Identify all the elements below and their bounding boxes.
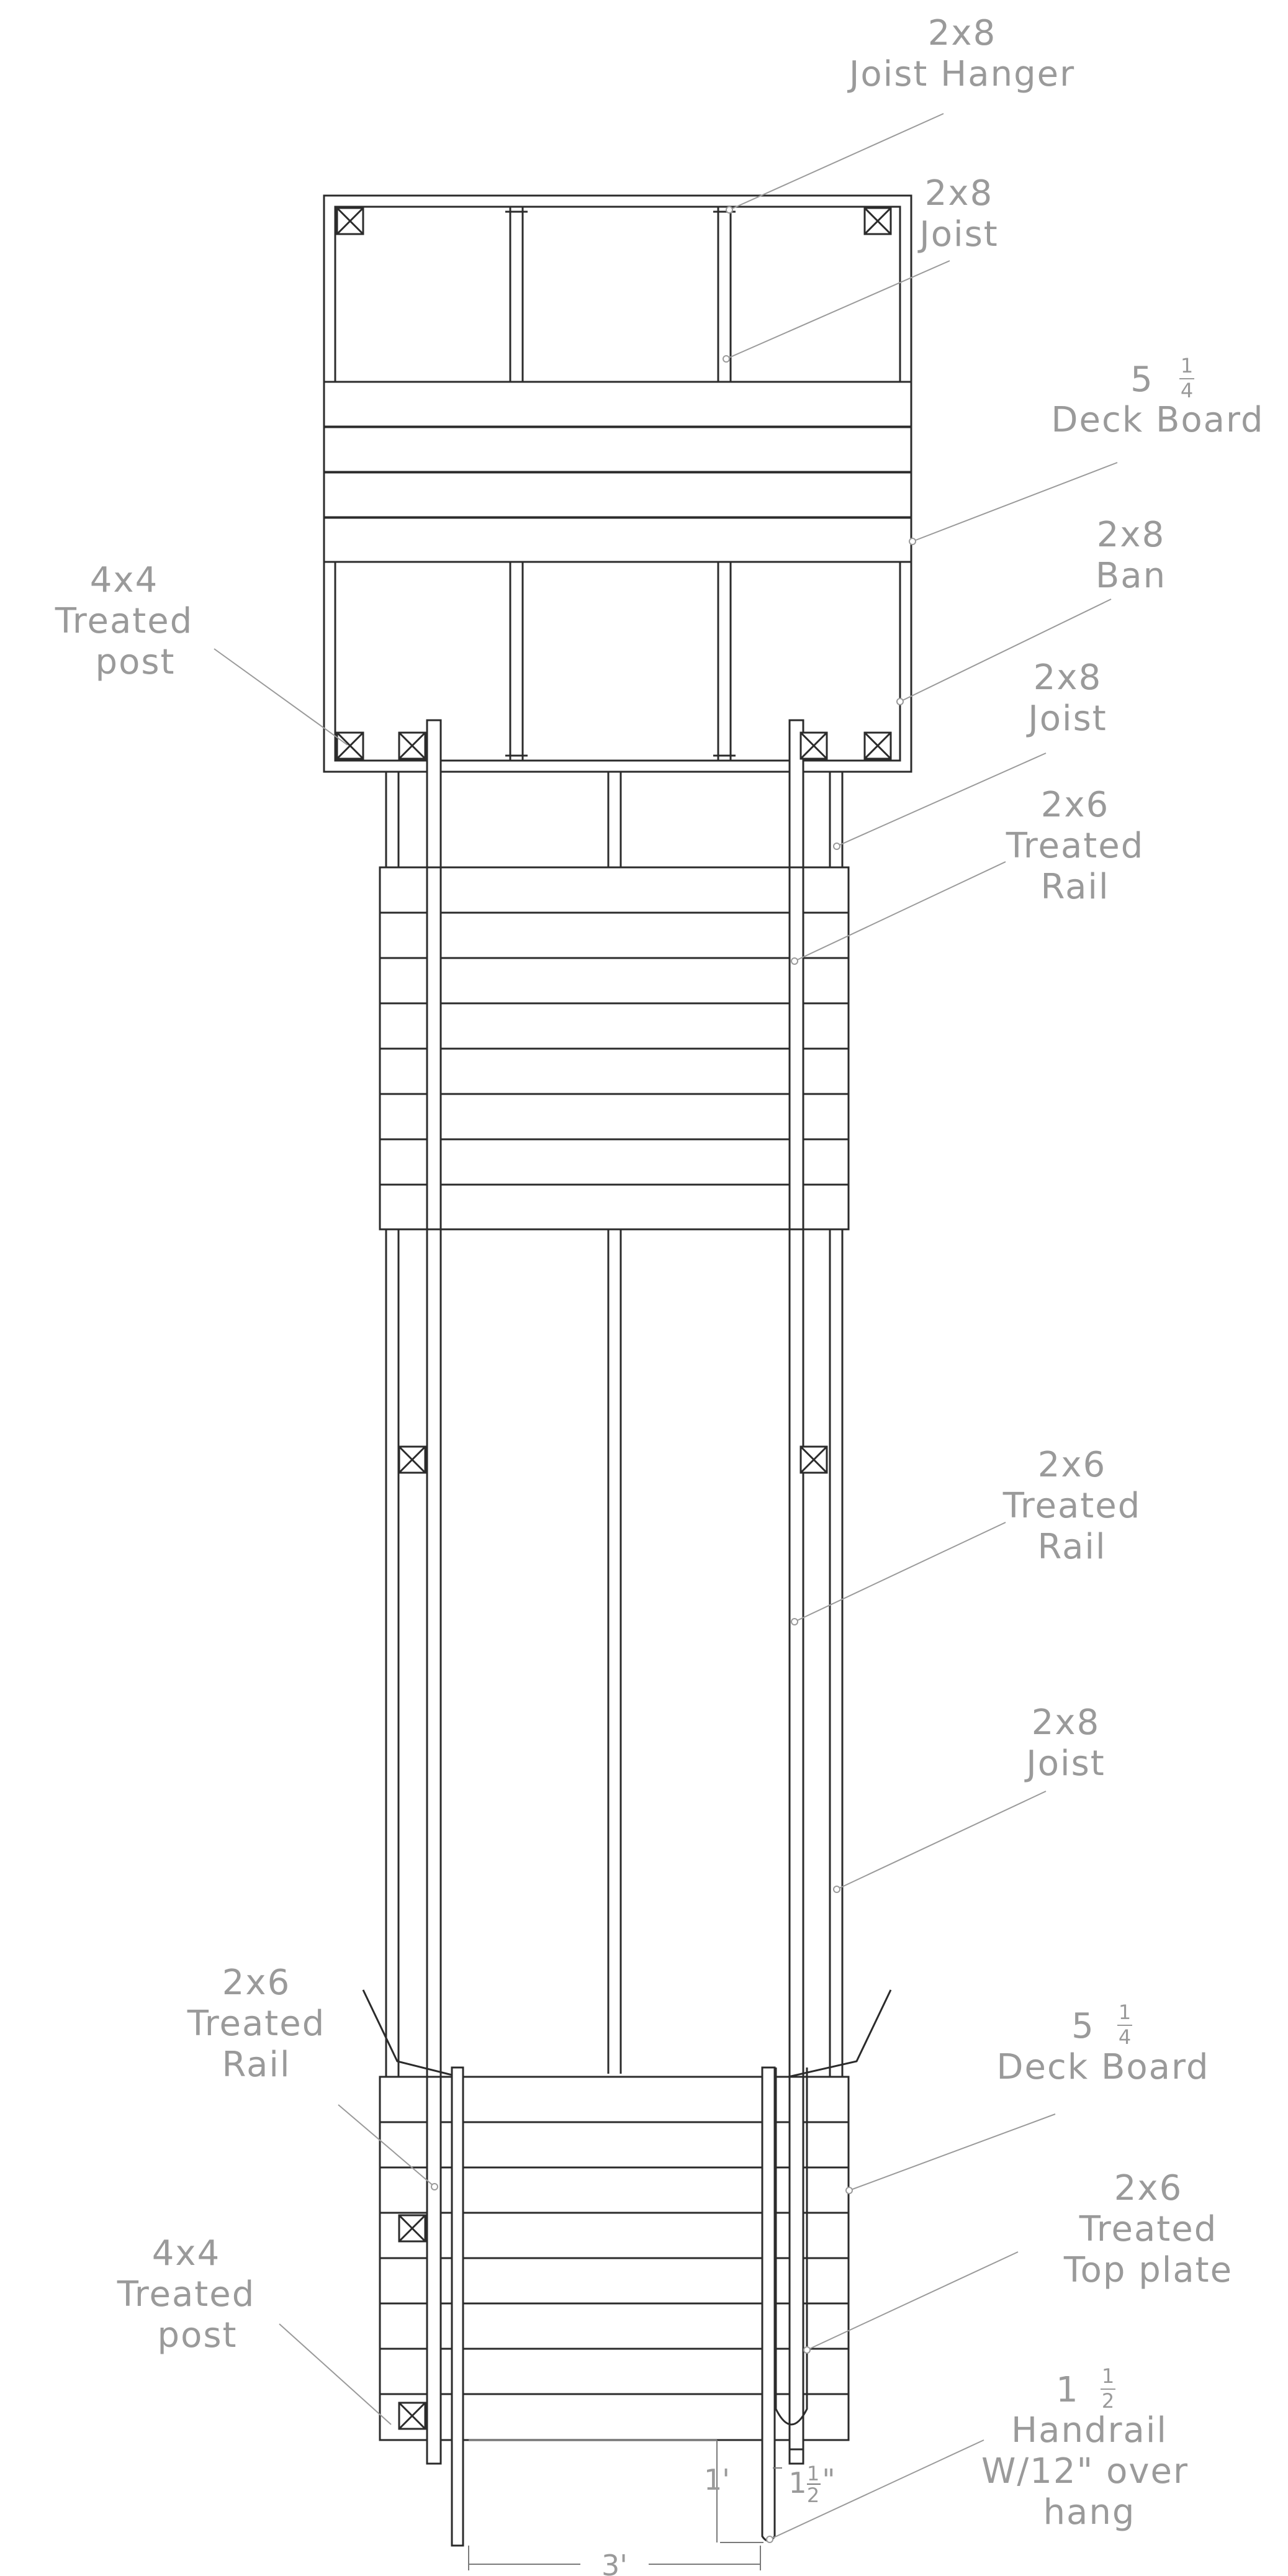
svg-text:2x6: 2x6	[222, 1963, 290, 2003]
svg-text:2x8: 2x8	[925, 173, 993, 214]
svg-text:Deck Board: Deck Board	[996, 2047, 1209, 2087]
svg-text:Rail: Rail	[1040, 867, 1109, 907]
svg-text:2x8: 2x8	[1032, 1702, 1100, 1743]
svg-text:Handrail: Handrail	[1011, 2410, 1168, 2451]
svg-text:5: 5	[1071, 2006, 1095, 2046]
svg-text:hang: hang	[1043, 2492, 1136, 2533]
upper-post-bottom-left	[336, 731, 364, 760]
svg-text:2x6: 2x6	[1038, 1445, 1106, 1485]
width-dimension: 3'	[601, 2549, 628, 2576]
svg-text:Joist Hanger: Joist Hanger	[847, 54, 1075, 94]
upper-stair-treads	[379, 866, 850, 1231]
svg-text:4x4: 4x4	[90, 560, 158, 600]
svg-text:1: 1	[1119, 2000, 1131, 2024]
upper-post-bottom-right	[863, 731, 892, 760]
svg-text:Top plate: Top plate	[1063, 2250, 1233, 2290]
overhang-dimension: 1'	[704, 2463, 730, 2497]
svg-text:Treated: Treated	[1002, 1486, 1142, 1526]
label-handrail: 1 1 2 Handrail W/12" over hang	[981, 2364, 1189, 2533]
label-joist-mid: 2x8 Joist	[1026, 658, 1107, 739]
label-deck-board-top: 5 1 4 Deck Board	[1051, 354, 1264, 440]
upper-deck-boards	[323, 381, 912, 563]
svg-text:Deck Board: Deck Board	[1051, 400, 1264, 440]
svg-text:2x8: 2x8	[928, 13, 996, 53]
dimension-lines	[468, 2439, 782, 2570]
svg-text:Treated: Treated	[55, 601, 194, 641]
svg-text:": "	[822, 2463, 835, 2497]
svg-text:W/12" over: W/12" over	[981, 2451, 1189, 2492]
rail-offset-dimension: 1 1 2 "	[788, 2462, 835, 2507]
svg-text:1: 1	[1181, 354, 1193, 377]
upper-post-top-left	[336, 207, 364, 235]
rail-post-upper-left	[398, 731, 426, 760]
label-rail-middle: 2x6 Treated Rail	[1002, 1445, 1142, 1567]
lower-post-upper	[398, 2214, 426, 2243]
svg-text:4: 4	[1119, 2025, 1131, 2049]
svg-text:Treated: Treated	[187, 2004, 326, 2044]
svg-text:Rail: Rail	[1037, 1527, 1106, 1567]
upper-deck-frame	[323, 194, 912, 773]
svg-text:2x6: 2x6	[1041, 785, 1109, 825]
label-post-top: 4x4 Treated post	[55, 560, 194, 682]
middle-post-left	[398, 1445, 426, 1474]
svg-text:1: 1	[1056, 2370, 1079, 2410]
label-rail-upper: 2x6 Treated Rail	[1006, 785, 1145, 907]
label-joist-hanger: 2x8 Joist Hanger	[847, 13, 1075, 94]
lower-stair-section	[362, 1989, 892, 2547]
leader-lines	[214, 113, 1118, 2543]
label-post-bottom: 4x4 Treated post	[117, 2233, 256, 2356]
svg-text:Treated: Treated	[117, 2274, 256, 2315]
svg-text:2x8: 2x8	[1097, 515, 1165, 555]
middle-post-right	[799, 1445, 828, 1474]
handrail-right	[761, 2066, 776, 2542]
svg-text:Joist: Joist	[917, 214, 998, 255]
label-top-plate: 2x6 Treated Top plate	[1063, 2168, 1233, 2290]
svg-text:2x6: 2x6	[1114, 2168, 1182, 2208]
upper-post-top-right	[863, 207, 892, 235]
svg-text:Treated: Treated	[1006, 826, 1145, 866]
label-deck-board-bottom: 5 1 4 Deck Board	[996, 2000, 1209, 2087]
svg-text:4: 4	[1181, 379, 1193, 402]
svg-text:2x8: 2x8	[1034, 658, 1102, 698]
svg-text:post: post	[158, 2315, 238, 2356]
label-joist-lower: 2x8 Joist	[1024, 1702, 1105, 1784]
label-joist-top: 2x8 Joist	[917, 173, 998, 255]
svg-text:5: 5	[1130, 359, 1154, 400]
svg-text:Treated: Treated	[1079, 2209, 1218, 2249]
svg-text:Joist: Joist	[1026, 698, 1107, 739]
label-ban: 2x8 Ban	[1096, 515, 1166, 596]
svg-text:1: 1	[788, 2466, 806, 2500]
svg-text:1: 1	[1102, 2364, 1114, 2388]
svg-text:2: 2	[1102, 2389, 1114, 2413]
svg-text:Joist: Joist	[1024, 1743, 1105, 1784]
svg-text:4x4: 4x4	[152, 2233, 220, 2274]
lower-post-bottom	[398, 2402, 426, 2430]
handrail-left	[451, 2066, 464, 2547]
rail-post-upper-right	[799, 731, 828, 760]
svg-text:1: 1	[807, 2462, 819, 2485]
svg-text:2: 2	[807, 2483, 819, 2507]
svg-text:post: post	[96, 642, 176, 682]
label-rail-left: 2x6 Treated Rail	[187, 1963, 326, 2085]
svg-text:Ban: Ban	[1096, 556, 1166, 596]
svg-text:Rail: Rail	[222, 2045, 290, 2085]
